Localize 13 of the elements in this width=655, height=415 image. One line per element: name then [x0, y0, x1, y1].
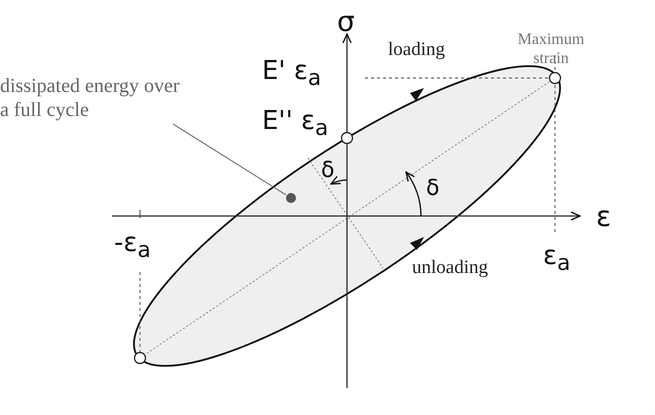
angle-label: δ: [426, 178, 440, 200]
value-label: -ε$_{a}$: [114, 230, 151, 262]
annotation-text: dissipated energy over a full cycle: [0, 74, 181, 122]
curve-label: unloading: [412, 258, 488, 277]
value-label: E' ε$_{a}$: [262, 58, 322, 90]
value-label: E'' ε$_{a}$: [262, 108, 328, 140]
leader-line: [172, 124, 286, 196]
angle-label: δ: [321, 160, 334, 182]
annotation-text: Maximum strain: [516, 30, 586, 68]
axis-label: σ: [337, 8, 355, 36]
axis-label: ε: [596, 203, 612, 231]
value-label: ε$_{a}$: [543, 243, 570, 275]
curve-label: loading: [388, 40, 445, 59]
